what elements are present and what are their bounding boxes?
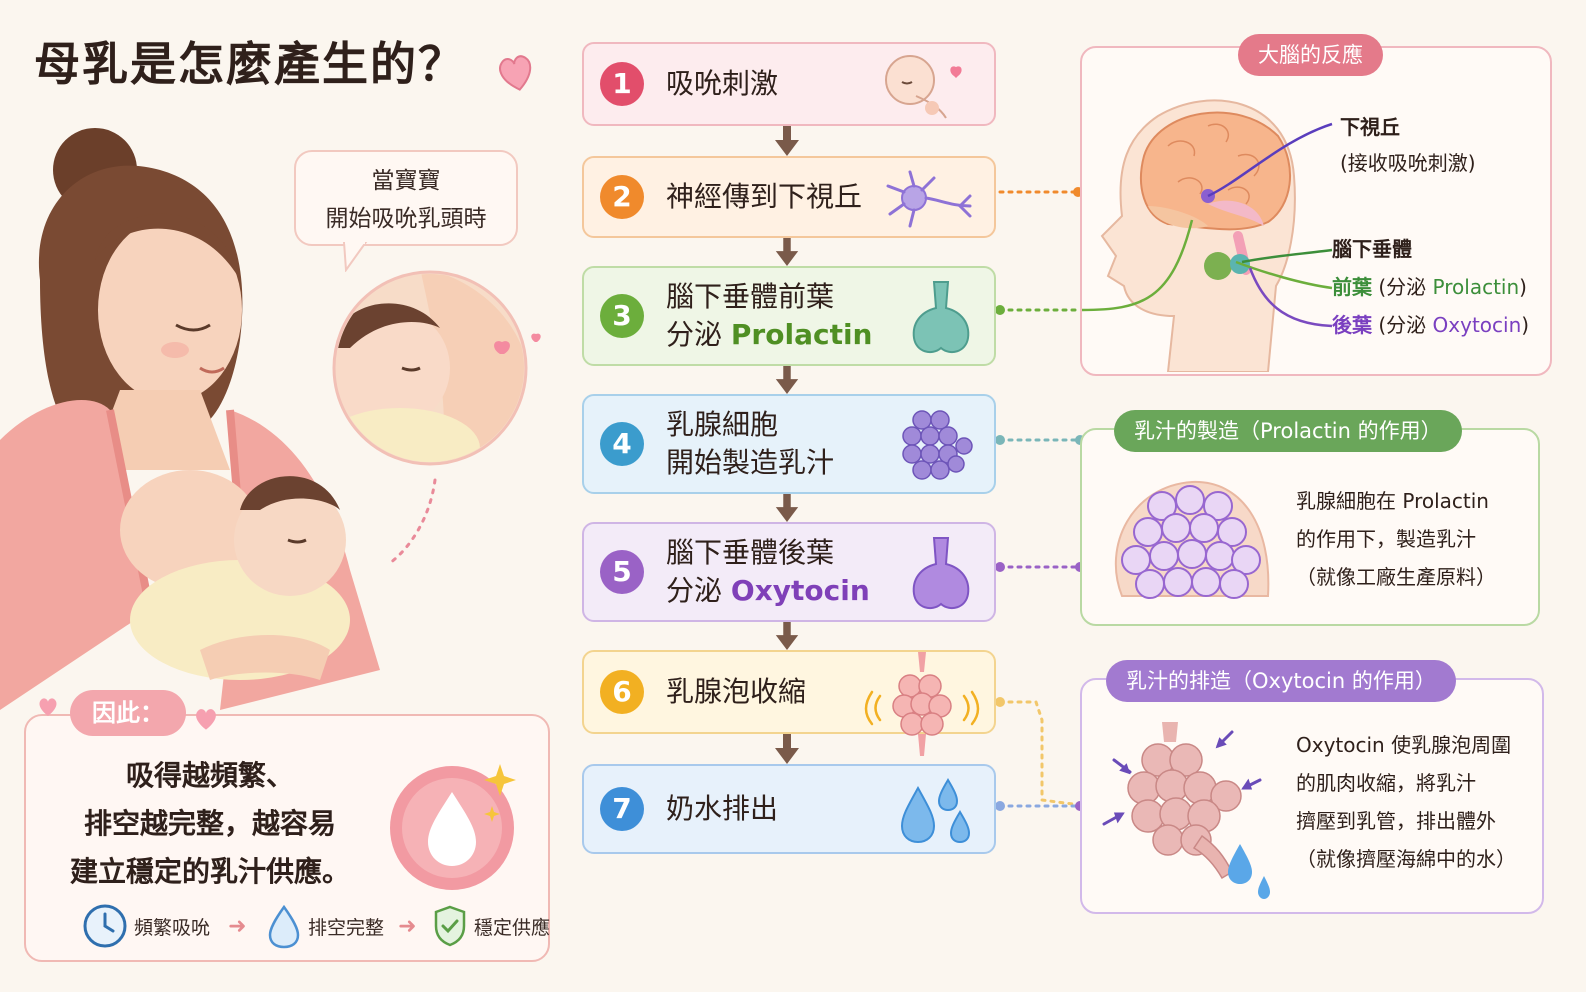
- step-label-prefix: 分泌: [666, 574, 731, 607]
- arrow-down-icon: [775, 622, 799, 650]
- bubble-tail: [342, 242, 368, 272]
- milk-drops-icon: [900, 778, 971, 844]
- production-line-3: （就像工廠生產原料）: [1296, 565, 1496, 589]
- heart-icon: [499, 55, 532, 91]
- heart-icon: [39, 698, 57, 716]
- posterior-note-prefix: (分泌: [1378, 313, 1433, 337]
- hormone-prolactin: Prolactin: [730, 318, 873, 351]
- step-number: 6: [600, 670, 644, 714]
- bubble-line-1: 當寶寶: [371, 168, 441, 194]
- production-line-2: 的作用下，製造乳汁: [1296, 527, 1476, 551]
- shield-check-icon: [434, 905, 466, 947]
- summary-step-frequent: 頻繁吸吮: [82, 904, 210, 948]
- step-7-milk-ejection: 7 奶水排出: [582, 764, 996, 854]
- connector-lines: [996, 187, 1085, 811]
- posterior-hormone: Oxytocin: [1432, 313, 1522, 337]
- production-line-1: 乳腺細胞在 Prolactin: [1296, 489, 1489, 513]
- step-5-posterior-pituitary: 5 腦下垂體後葉 分泌 Oxytocin: [582, 522, 996, 622]
- water-drop-icon: [268, 904, 300, 949]
- summary-label: 因此：: [70, 690, 186, 736]
- arrow-right-icon: ➜: [398, 914, 417, 939]
- arrow-down-icon: [775, 238, 799, 266]
- clock-icon: [83, 904, 127, 948]
- ejection-line-1: Oxytocin 使乳腺泡周圍: [1296, 733, 1512, 757]
- baby-suckling-icon: [885, 55, 962, 119]
- pituitary-posterior-icon: [912, 537, 970, 610]
- anterior-note-prefix: (分泌: [1378, 275, 1433, 299]
- step-label: 吸吮刺激: [666, 67, 779, 100]
- step-label-prefix: 分泌: [666, 318, 731, 351]
- summary-step-stable: 穩定供應: [432, 904, 550, 948]
- neuron-icon: [886, 170, 972, 228]
- step-label: 腦下垂體後葉: [666, 536, 835, 569]
- heart-icon: [196, 709, 216, 730]
- speech-bubble: 當寶寶 開始吸吮乳頭時: [294, 150, 518, 246]
- step-label: 奶水排出: [666, 792, 779, 825]
- page-title: 母乳是怎麼產生的？: [34, 37, 466, 91]
- bubble-line-2: 開始吸吮乳頭時: [325, 206, 487, 232]
- summary-step-label: 穩定供應: [474, 916, 551, 939]
- anterior-note-close: ): [1519, 275, 1527, 299]
- summary-step-label: 排空完整: [308, 916, 385, 939]
- step-label-2: 開始製造乳汁: [666, 446, 835, 479]
- anterior-label: 前葉: [1332, 275, 1372, 299]
- small-heart-icon: [494, 341, 510, 354]
- step-number: 5: [600, 550, 644, 594]
- step-number: 4: [600, 422, 644, 466]
- step-number: 1: [600, 62, 644, 106]
- step-4-milk-production: 4 乳腺細胞 開始製造乳汁: [582, 394, 996, 494]
- step-number: 7: [600, 787, 644, 831]
- ejection-line-4: （就像擠壓海綿中的水）: [1296, 847, 1516, 871]
- arrow-down-icon: [775, 366, 799, 394]
- ejection-panel-title: 乳汁的排造（Oxytocin 的作用）: [1106, 660, 1456, 702]
- milk-ejection-panel: [1080, 678, 1544, 914]
- step-label: 乳腺細胞: [666, 408, 779, 441]
- step-1-suckling: 1 吸吮刺激: [582, 42, 996, 126]
- ejection-line-3: 擠壓到乳管，排出體外: [1296, 809, 1496, 833]
- step-2-nerve: 2 神經傳到下視丘: [582, 156, 996, 238]
- step-label: 神經傳到下視丘: [666, 180, 863, 213]
- zoom-latch-illustration: [332, 270, 541, 565]
- pituitary-label: 腦下垂體: [1332, 237, 1412, 261]
- step-3-anterior-pituitary: 3 腦下垂體前葉 分泌 Prolactin: [582, 266, 996, 366]
- summary-line-1: 吸得越頻繁、: [125, 759, 294, 792]
- arrow-right-icon: ➜: [228, 914, 247, 939]
- ejection-text: Oxytocin 使乳腺泡周圍 的肌肉收縮，將乳汁 擠壓到乳管，排出體外 （就像…: [1296, 726, 1516, 878]
- summary-text: 吸得越頻繁、 排空越完整，越容易 建立穩定的乳汁供應。: [40, 752, 380, 896]
- step-label: 乳腺泡收縮: [666, 675, 807, 708]
- arrow-down-icon: [775, 494, 799, 522]
- alveolus-cells-illustration: [1114, 480, 1270, 599]
- posterior-note-close: ): [1521, 313, 1530, 337]
- ejection-line-2: 的肌肉收縮，將乳汁: [1296, 771, 1476, 795]
- brain-panel-title: 大腦的反應: [1238, 34, 1383, 76]
- summary-line-2: 排空越完整，越容易: [83, 807, 336, 840]
- brain-head-illustration: [1100, 99, 1296, 372]
- alveoli-squeeze-illustration: [1102, 722, 1270, 899]
- summary-step-empty: 排空完整: [266, 904, 385, 949]
- arrow-down-icon: [775, 126, 799, 156]
- alveoli-contract-icon: [864, 652, 980, 756]
- summary-line-3: 建立穩定的乳汁供應。: [69, 855, 350, 888]
- hypothalamus-label: 下視丘: [1340, 115, 1400, 139]
- pituitary-anterior-icon: [912, 281, 970, 354]
- anterior-lobe-label: 前葉 (分泌 Prolactin): [1332, 274, 1527, 300]
- hormone-oxytocin: Oxytocin: [730, 574, 870, 607]
- production-text: 乳腺細胞在 Prolactin 的作用下，製造乳汁 （就像工廠生產原料）: [1296, 482, 1496, 596]
- milk-drop-icon: [390, 764, 516, 890]
- posterior-label: 後葉: [1332, 313, 1372, 337]
- step-label: 腦下垂體前葉: [666, 280, 835, 313]
- arrow-down-icon: [775, 734, 799, 764]
- brain-label-leaders: [1082, 122, 1333, 328]
- alveoli-cells-icon: [902, 410, 973, 480]
- step-number: 2: [600, 175, 644, 219]
- production-panel-title: 乳汁的製造（Prolactin 的作用）: [1114, 410, 1462, 452]
- mother-breastfeeding-illustration: [0, 128, 380, 710]
- step-number: 3: [600, 294, 644, 338]
- hypothalamus-note: (接收吸吮刺激): [1340, 151, 1476, 175]
- anterior-hormone: Prolactin: [1432, 275, 1520, 299]
- posterior-lobe-label: 後葉 (分泌 Oxytocin): [1332, 312, 1529, 338]
- summary-step-label: 頻繁吸吮: [134, 916, 211, 939]
- step-6-alveoli-contract: 6 乳腺泡收縮: [582, 650, 996, 756]
